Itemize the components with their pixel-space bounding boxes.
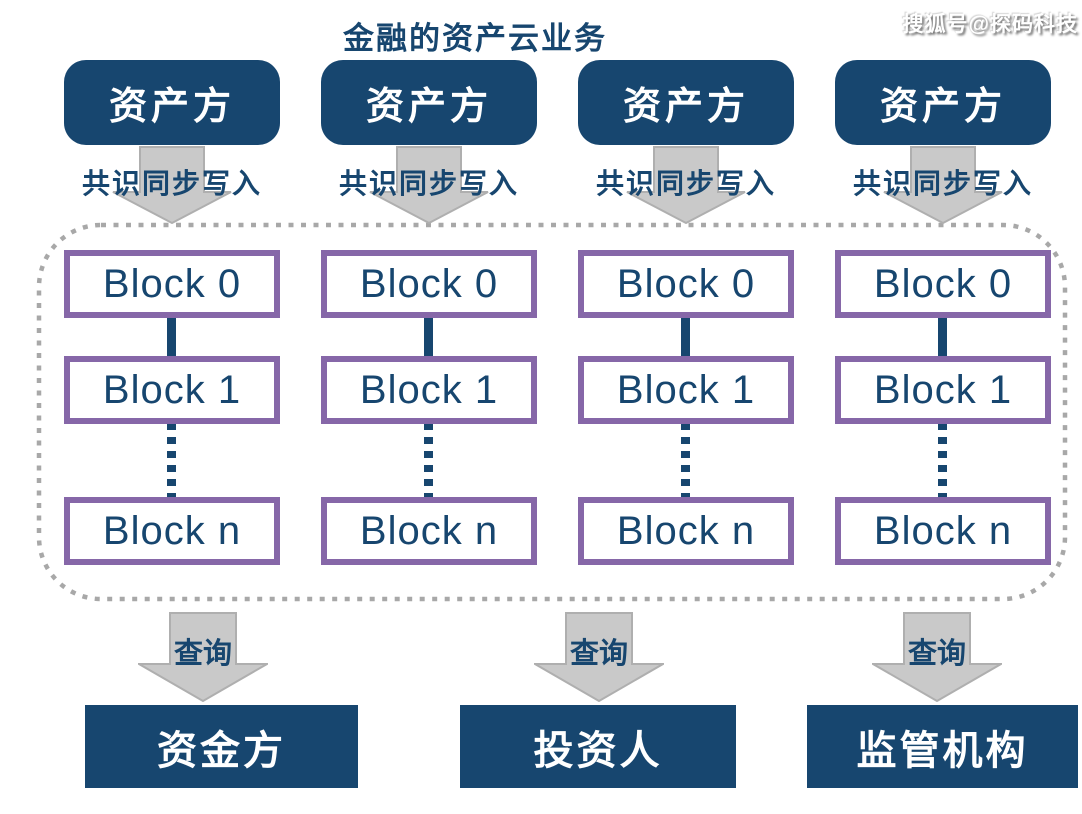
dotted-border-shape — [36, 222, 1068, 602]
query-label-3: 查询 — [907, 638, 966, 670]
consensus-down-arrow-icon-4 — [883, 146, 1003, 224]
block-box-col1-1: Block 1 — [64, 356, 280, 424]
down-arrow-shape — [369, 146, 489, 224]
block-connector-dotted-col1 — [167, 423, 176, 498]
block-box-col4-0: Block 0 — [835, 250, 1051, 318]
consensus-write-label-2: 共识同步写入 — [338, 168, 519, 199]
consensus-down-arrow-icon-2 — [369, 146, 489, 224]
block-box-col2-1: Block 1 — [321, 356, 537, 424]
block-box-col1-n: Block n — [64, 497, 280, 565]
asset-party-box-3: 资产方 — [578, 60, 794, 145]
consensus-down-arrow-icon-1 — [112, 146, 232, 224]
block-connector-solid-col2 — [424, 316, 433, 358]
block-connector-solid-col4 — [938, 316, 947, 358]
down-arrow-shape — [883, 146, 1003, 224]
query-down-arrow-icon-1 — [138, 612, 268, 702]
consumer-box-funder: 资金方 — [85, 705, 358, 788]
down-arrow-shape — [112, 146, 232, 224]
block-connector-dotted-col4 — [938, 423, 947, 498]
query-down-arrow-icon-2 — [534, 612, 664, 702]
down-arrow-shape — [138, 612, 268, 702]
block-connector-solid-col1 — [167, 316, 176, 358]
consensus-write-label-3: 共识同步写入 — [595, 168, 776, 199]
consumer-box-investor: 投资人 — [460, 705, 736, 788]
down-arrow-shape — [872, 612, 1002, 702]
block-box-col3-0: Block 0 — [578, 250, 794, 318]
block-box-col4-1: Block 1 — [835, 356, 1051, 424]
block-box-col4-n: Block n — [835, 497, 1051, 565]
watermark-text: 搜狐号@探码科技 — [902, 13, 1078, 36]
block-box-col3-n: Block n — [578, 497, 794, 565]
block-connector-solid-col3 — [681, 316, 690, 358]
block-box-col2-0: Block 0 — [321, 250, 537, 318]
query-down-arrow-icon-3 — [872, 612, 1002, 702]
block-connector-dotted-col2 — [424, 423, 433, 498]
block-connector-dotted-col3 — [681, 423, 690, 498]
consensus-write-label-1: 共识同步写入 — [81, 168, 262, 199]
consensus-write-label-4: 共识同步写入 — [852, 168, 1033, 199]
query-label-2: 查询 — [569, 638, 628, 670]
consumer-box-regulator: 监管机构 — [807, 705, 1078, 788]
consensus-down-arrow-icon-3 — [626, 146, 746, 224]
asset-party-box-4: 资产方 — [835, 60, 1051, 145]
block-box-col1-0: Block 0 — [64, 250, 280, 318]
asset-party-box-2: 资产方 — [321, 60, 537, 145]
diagram-title: 金融的资产云业务 — [343, 21, 607, 56]
asset-party-box-1: 资产方 — [64, 60, 280, 145]
block-box-col3-1: Block 1 — [578, 356, 794, 424]
block-box-col2-n: Block n — [321, 497, 537, 565]
down-arrow-shape — [534, 612, 664, 702]
down-arrow-shape — [626, 146, 746, 224]
query-label-1: 查询 — [173, 638, 232, 670]
ledger-dotted-boundary — [36, 222, 1068, 602]
